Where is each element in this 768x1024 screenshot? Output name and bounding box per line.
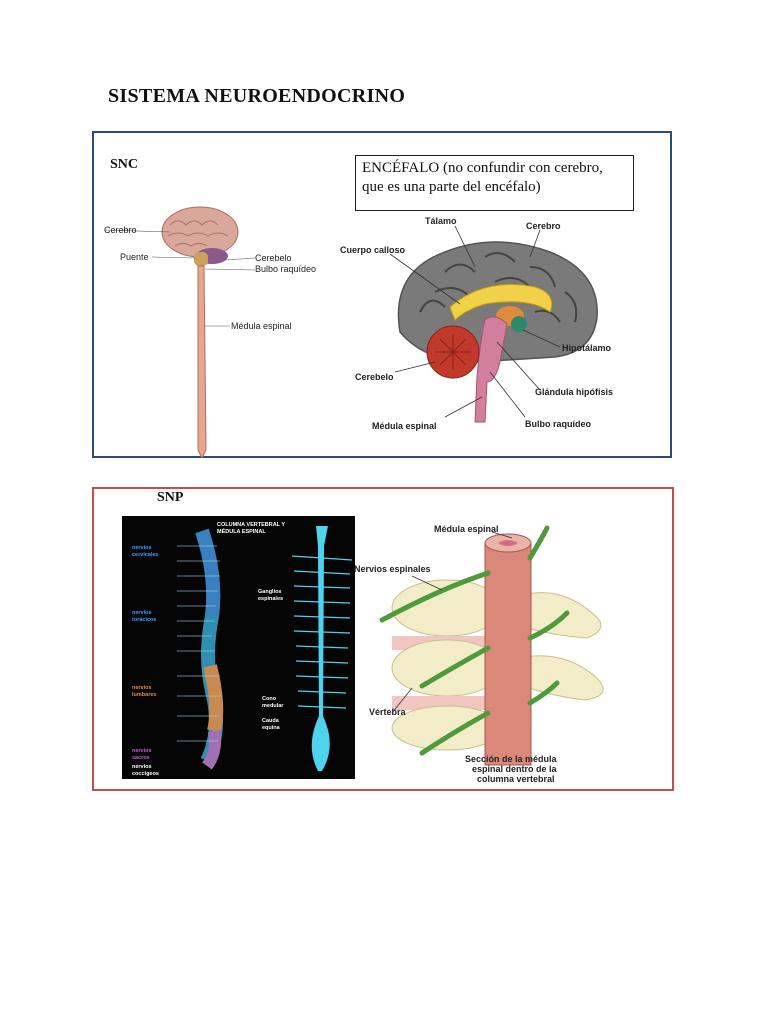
spine-label-cervicales-2: cervicales xyxy=(132,552,159,558)
label-medula-espinal-3: Médula espinal xyxy=(434,524,499,534)
spine-label-sacros-2: sacros xyxy=(132,755,150,761)
spine-title-line2: MÉDULA ESPINAL xyxy=(217,527,266,535)
snp-heading: SNP xyxy=(157,490,184,505)
label-hipotalamo: Hipotálamo xyxy=(562,343,612,353)
label-nervios-espinales: Nervios espinales xyxy=(354,564,431,574)
label-cerebelo: Cerebelo xyxy=(255,253,292,263)
snp-panel xyxy=(92,487,674,791)
spine-label-cauda-1: Cauda xyxy=(262,718,280,724)
label-medula-espinal-2: Médula espinal xyxy=(372,421,437,431)
spine-label-cauda-2: equina xyxy=(262,725,281,731)
label-glandula-hipofisis: Glándula hipófisis xyxy=(535,387,613,397)
spine-title-line1: COLUMNA VERTEBRAL Y xyxy=(217,522,285,528)
caption-line-3: columna vertebral xyxy=(477,774,555,783)
spine-label-ganglios-2: espinales xyxy=(258,596,283,602)
caption-line-1: Sección de la médula xyxy=(465,754,558,764)
snc-panel xyxy=(92,131,672,458)
spine-label-lumbares-1: nervios xyxy=(132,685,152,691)
label-bulbo-raquideo-2: Bulbo raquídeo xyxy=(525,419,591,429)
spine-label-lumbares-2: lumbares xyxy=(132,692,156,698)
caption-line-2: espinal dentro de la xyxy=(472,764,558,774)
label-cerebelo-2: Cerebelo xyxy=(355,372,394,382)
label-medula: Médula espinal xyxy=(231,321,292,331)
brain-section-diagram: Tálamo Cerebro Cuerpo calloso Hipotálamo… xyxy=(340,216,613,431)
encefalo-note: ENCÉFALO (no confundir con cerebro, que … xyxy=(355,155,634,211)
spine-label-toracicos-2: torácicos xyxy=(132,617,156,623)
spine-label-sacros-1: nervios xyxy=(132,748,152,754)
label-bulbo: Bulbo raquídeo xyxy=(255,264,316,274)
vertebra-section-diagram: Médula espinal Nervios espinales Vértebr… xyxy=(354,524,604,783)
snc-heading: SNC xyxy=(110,157,139,172)
label-cerebro-2: Cerebro xyxy=(526,221,561,231)
spine-column-diagram: COLUMNA VERTEBRAL Y MÉDULA ESPINAL nervi… xyxy=(122,516,355,779)
spine-label-cono-2: medular xyxy=(262,703,284,709)
label-cerebro: Cerebro xyxy=(104,225,137,235)
spine-label-coccigeos-1: nervios xyxy=(132,764,152,770)
label-puente: Puente xyxy=(120,252,149,262)
spine-label-toracicos-1: nervios xyxy=(132,610,152,616)
label-talamo: Tálamo xyxy=(425,216,457,226)
spine-label-coccigeos-2: coccígeos xyxy=(132,771,159,777)
cns-side-diagram: Cerebro Puente Cerebelo Bulbo raquídeo M… xyxy=(104,206,316,458)
label-cuerpo-calloso: Cuerpo calloso xyxy=(340,245,406,255)
label-vertebra: Vértebra xyxy=(369,707,407,717)
spine-label-cono-1: Cono xyxy=(262,696,277,702)
spine-label-cervicales-1: nervios xyxy=(132,545,152,551)
spine-label-ganglios-1: Ganglios xyxy=(258,589,282,595)
page-title: SISTEMA NEUROENDOCRINO xyxy=(108,85,406,107)
